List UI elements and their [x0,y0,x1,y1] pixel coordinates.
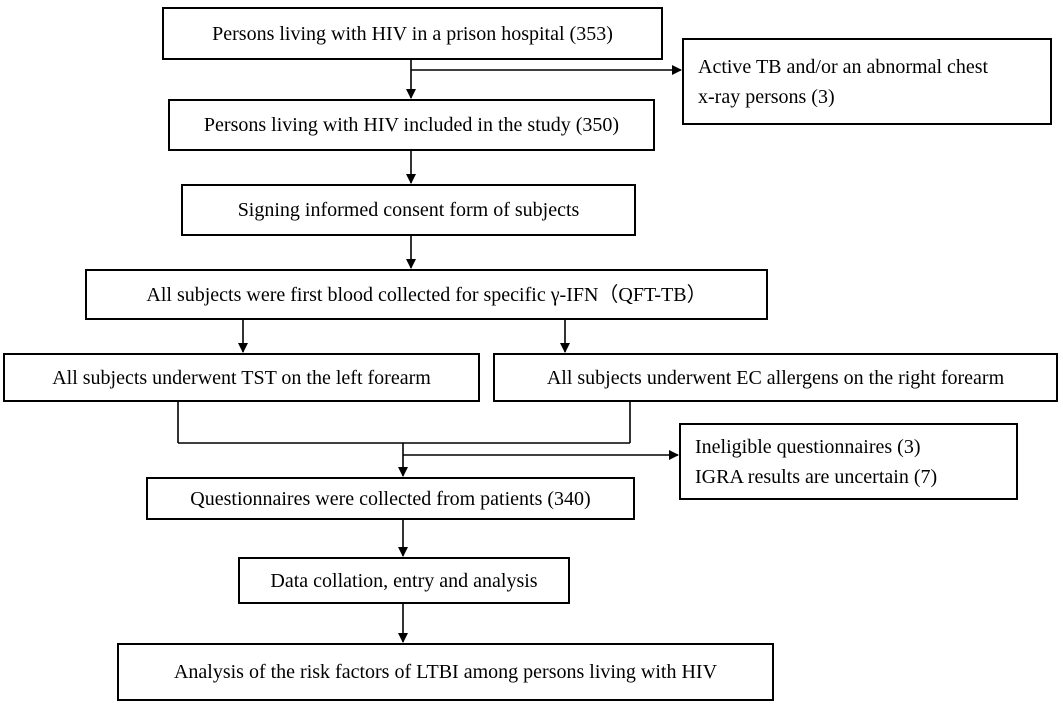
box-text: Data collation, entry and analysis [270,569,538,592]
box-text: All subjects underwent TST on the left f… [52,366,431,389]
exclusion-line-1: Ineligible questionnaires (3) [695,435,921,458]
box-text: Questionnaires were collected from patie… [190,487,591,510]
box-data-collation: Data collation, entry and analysis [238,557,570,604]
box-risk-factor-analysis: Analysis of the risk factors of LTBI amo… [117,643,774,701]
box-text: Persons living with HIV included in the … [203,114,620,136]
exclusion-line-2: x-ray persons (3) [698,85,835,108]
box-blood-collection: All subjects were first blood collected … [85,269,768,320]
box-informed-consent: Signing informed consent form of subject… [181,184,636,236]
exclusion-line-2: IGRA results are uncertain (7) [695,465,938,488]
box-ec-allergens-right-forearm: All subjects underwent EC allergens on t… [493,353,1058,402]
box-text: Persons living with HIV in a prison hosp… [212,22,613,45]
box-questionnaires-collected: Questionnaires were collected from patie… [146,477,635,520]
box-text: All subjects were first blood collected … [146,283,707,306]
box-included-in-study: Persons living with HIV included in the … [168,99,655,151]
box-tst-left-forearm: All subjects underwent TST on the left f… [3,353,480,402]
box-persons-living-with-hiv: Persons living with HIV in a prison hosp… [162,7,663,60]
box-text: Signing informed consent form of subject… [237,199,580,221]
box-text: Analysis of the risk factors of LTBI amo… [173,661,718,683]
exclusion-line-1: Active TB and/or an abnormal chest [698,55,989,78]
box-text: All subjects underwent EC allergens on t… [546,366,1005,389]
box-exclusion-active-tb: Active TB and/or an abnormal chest x-ray… [682,38,1052,125]
box-exclusion-questionnaires: Ineligible questionnaires (3) IGRA resul… [679,423,1018,500]
